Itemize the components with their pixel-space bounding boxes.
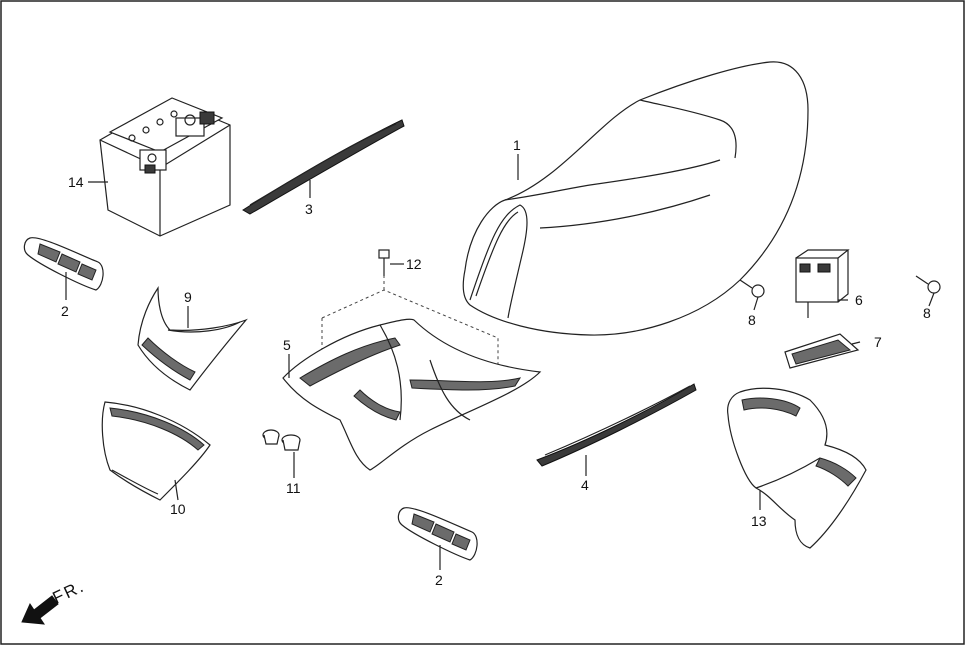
regulator-part xyxy=(795,249,850,318)
bolt-part-12 xyxy=(378,249,390,276)
label-5: 5 xyxy=(283,337,291,353)
label-6: 6 xyxy=(855,292,863,308)
side-cover-part-9 xyxy=(137,286,248,391)
label-9: 9 xyxy=(184,289,192,305)
label-10: 10 xyxy=(170,501,186,517)
seat-part xyxy=(462,61,809,336)
bracket-part-7 xyxy=(784,333,860,369)
side-cover-part-10 xyxy=(101,401,211,501)
label-2-right: 2 xyxy=(435,572,443,588)
label-8-left: 8 xyxy=(748,312,756,328)
screw-part-8-right xyxy=(915,275,941,294)
collar-part-11 xyxy=(262,429,301,451)
label-13: 13 xyxy=(751,513,767,529)
front-direction-label: FR. xyxy=(50,576,88,607)
battery-part xyxy=(99,97,231,237)
label-1: 1 xyxy=(513,137,521,153)
label-4: 4 xyxy=(581,477,589,493)
grip-part-right xyxy=(397,507,478,561)
label-14: 14 xyxy=(68,174,84,190)
label-7: 7 xyxy=(874,334,882,350)
label-2-left: 2 xyxy=(61,303,69,319)
inner-box-part xyxy=(727,387,867,549)
grip-part-left xyxy=(23,237,104,291)
label-3: 3 xyxy=(305,201,313,217)
lower-trim-part xyxy=(536,383,697,467)
front-direction-arrow-icon xyxy=(21,595,59,625)
label-12: 12 xyxy=(406,256,422,272)
leader-lines xyxy=(65,154,935,570)
label-8-right: 8 xyxy=(923,305,931,321)
label-11: 11 xyxy=(286,480,301,496)
screw-part-8-left xyxy=(739,279,765,298)
upper-trim-part xyxy=(242,119,405,215)
